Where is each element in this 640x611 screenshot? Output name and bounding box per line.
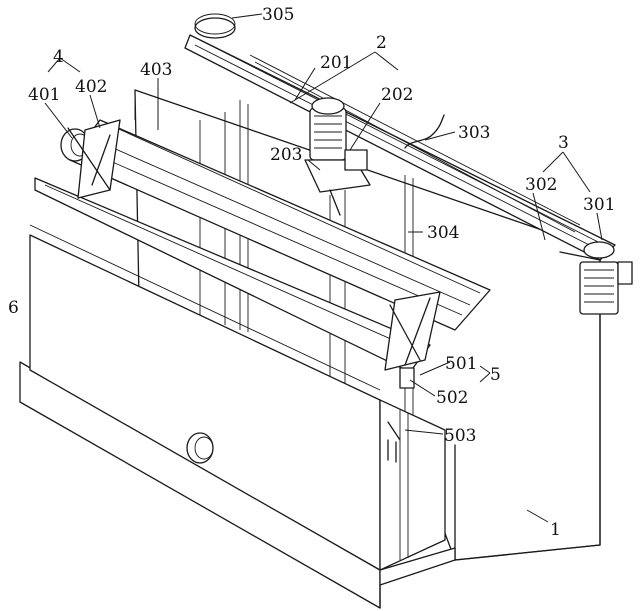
label-305: 305 xyxy=(262,5,294,25)
label-403: 403 xyxy=(140,60,172,80)
label-1: 1 xyxy=(550,520,561,540)
pulley-305 xyxy=(194,13,236,39)
motor-203 xyxy=(304,97,371,216)
cable-303 xyxy=(404,114,445,149)
label-6: 6 xyxy=(8,298,19,318)
label-3: 3 xyxy=(558,133,569,153)
drain-port xyxy=(186,432,214,464)
label-503: 503 xyxy=(444,426,476,446)
label-303: 303 xyxy=(458,123,490,143)
label-502: 502 xyxy=(436,388,468,408)
left-bracket xyxy=(60,119,121,199)
label-402: 402 xyxy=(75,77,107,97)
motor-301 xyxy=(579,241,633,315)
scraper-beam xyxy=(34,119,491,373)
label-5: 5 xyxy=(490,365,501,385)
label-501: 501 xyxy=(445,354,477,374)
label-304: 304 xyxy=(427,223,459,243)
label-4: 4 xyxy=(53,47,64,67)
label-401: 401 xyxy=(28,85,60,105)
right-bracket xyxy=(384,291,441,463)
base-skid xyxy=(19,361,456,609)
label-203: 203 xyxy=(270,145,302,165)
label-302: 302 xyxy=(525,175,557,195)
leader-lines xyxy=(44,13,603,523)
label-301: 301 xyxy=(583,195,615,215)
part-labels: 305 2 201 202 403 4 401 402 303 203 3 30… xyxy=(8,5,615,540)
label-201: 201 xyxy=(320,53,352,73)
label-2: 2 xyxy=(376,33,387,53)
label-202: 202 xyxy=(381,85,413,105)
